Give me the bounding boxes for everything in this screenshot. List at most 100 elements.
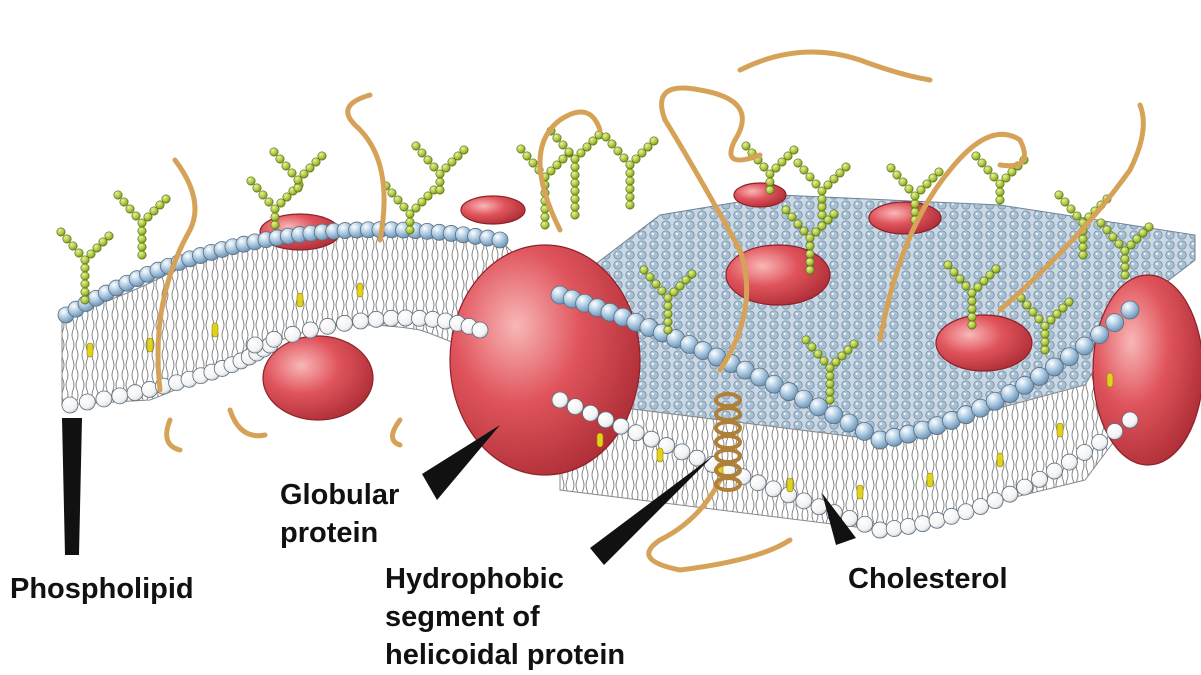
glycan-bead bbox=[114, 191, 122, 199]
glycan-bead bbox=[800, 227, 808, 235]
phospholipid-head bbox=[1106, 314, 1124, 332]
glycan-chain-2 bbox=[114, 191, 170, 259]
glycan-bead bbox=[742, 142, 750, 150]
glycan-bead bbox=[132, 212, 140, 220]
glycan-bead bbox=[782, 206, 790, 214]
phospholipid-head bbox=[628, 425, 644, 441]
phospholipid-head bbox=[552, 392, 568, 408]
phospholipid-head bbox=[320, 318, 336, 334]
glycan-bead bbox=[1097, 219, 1105, 227]
phospholipid-head bbox=[796, 493, 812, 509]
phospholipid-head bbox=[1002, 486, 1018, 502]
phospholipid-label: Phospholipid bbox=[10, 570, 194, 608]
glycan-bead bbox=[1103, 226, 1111, 234]
protein-fiber-8 bbox=[393, 420, 401, 445]
glycan-bead bbox=[664, 302, 672, 310]
phospholipid-head bbox=[1046, 463, 1062, 479]
glycan-bead bbox=[614, 147, 622, 155]
glycan-bead bbox=[806, 266, 814, 274]
glycan-bead bbox=[126, 205, 134, 213]
cholesterol-molecule bbox=[787, 478, 793, 492]
glycan-bead bbox=[138, 243, 146, 251]
glycan-bead bbox=[996, 196, 1004, 204]
glycan-bead bbox=[818, 195, 826, 203]
glycan-bead bbox=[1109, 233, 1117, 241]
phospholipid-head bbox=[112, 388, 128, 404]
protein-cap-surface-3 bbox=[869, 202, 941, 234]
glycan-bead bbox=[559, 141, 567, 149]
protein-fiber-2 bbox=[348, 95, 384, 240]
phospholipid-head bbox=[943, 508, 959, 524]
phospholipid-head bbox=[383, 310, 399, 326]
glycan-bead bbox=[968, 297, 976, 305]
glycan-bead bbox=[990, 173, 998, 181]
phospholipid-head bbox=[1061, 454, 1077, 470]
glycan-bead bbox=[105, 232, 113, 240]
glycan-chain-8 bbox=[547, 127, 603, 219]
phospholipid-head bbox=[1076, 444, 1092, 460]
glycan-bead bbox=[120, 198, 128, 206]
phospholipid-head bbox=[96, 391, 112, 407]
phospholipid-head bbox=[750, 475, 766, 491]
phospholipid-head bbox=[1075, 337, 1093, 355]
phospholipid-head bbox=[929, 512, 945, 528]
glycan-bead bbox=[1041, 330, 1049, 338]
phospholipid-head bbox=[598, 412, 614, 428]
glycan-bead bbox=[968, 313, 976, 321]
glycan-bead bbox=[571, 203, 579, 211]
glycan-bead bbox=[956, 275, 964, 283]
cholesterol-molecule bbox=[1057, 423, 1063, 437]
glycan-bead bbox=[81, 272, 89, 280]
glycan-bead bbox=[626, 169, 634, 177]
glycan-bead bbox=[760, 163, 768, 171]
glycan-bead bbox=[1115, 240, 1123, 248]
glycan-bead bbox=[1079, 251, 1087, 259]
glycan-bead bbox=[259, 191, 267, 199]
glycan-bead bbox=[81, 296, 89, 304]
globular-protein-label: Globular protein bbox=[280, 476, 399, 552]
glycan-bead bbox=[69, 242, 77, 250]
phospholipid-head bbox=[900, 518, 916, 534]
glycan-bead bbox=[571, 211, 579, 219]
cholesterol-molecule bbox=[87, 343, 93, 357]
phospholipid-head bbox=[567, 399, 583, 415]
glycan-bead bbox=[826, 396, 834, 404]
phospholipid-head bbox=[79, 394, 95, 410]
phospholipid-head bbox=[1031, 471, 1047, 487]
cholesterol-molecule bbox=[1107, 373, 1113, 387]
glycan-bead bbox=[766, 186, 774, 194]
cholesterol-molecule bbox=[997, 453, 1003, 467]
glycan-bead bbox=[820, 357, 828, 365]
glycan-bead bbox=[650, 137, 658, 145]
glycan-bead bbox=[1073, 212, 1081, 220]
phospholipid-head bbox=[613, 418, 629, 434]
glycan-bead bbox=[640, 266, 648, 274]
glycan-bead bbox=[460, 146, 468, 154]
glycan-bead bbox=[571, 171, 579, 179]
glycan-bead bbox=[1121, 255, 1129, 263]
glycan-bead bbox=[571, 179, 579, 187]
glycan-bead bbox=[968, 305, 976, 313]
glycan-bead bbox=[950, 268, 958, 276]
glycan-bead bbox=[1121, 271, 1129, 279]
glycan-bead bbox=[818, 211, 826, 219]
glycan-chain-6 bbox=[412, 142, 468, 194]
phospholipid-head bbox=[142, 381, 158, 397]
glycan-bead bbox=[63, 235, 71, 243]
protein-fiber-10 bbox=[167, 420, 180, 450]
glycan-bead bbox=[276, 155, 284, 163]
glycan-bead bbox=[812, 180, 820, 188]
glycan-bead bbox=[1145, 223, 1153, 231]
glycan-bead bbox=[412, 142, 420, 150]
glycan-bead bbox=[1055, 191, 1063, 199]
glycan-bead bbox=[818, 203, 826, 211]
glycan-bead bbox=[800, 166, 808, 174]
glycan-bead bbox=[842, 163, 850, 171]
glycan-bead bbox=[608, 140, 616, 148]
protein-cap-surface-4 bbox=[936, 315, 1032, 371]
glycan-bead bbox=[436, 186, 444, 194]
phospholipid-head bbox=[1060, 348, 1078, 366]
glycan-bead bbox=[893, 171, 901, 179]
glycan-bead bbox=[418, 149, 426, 157]
